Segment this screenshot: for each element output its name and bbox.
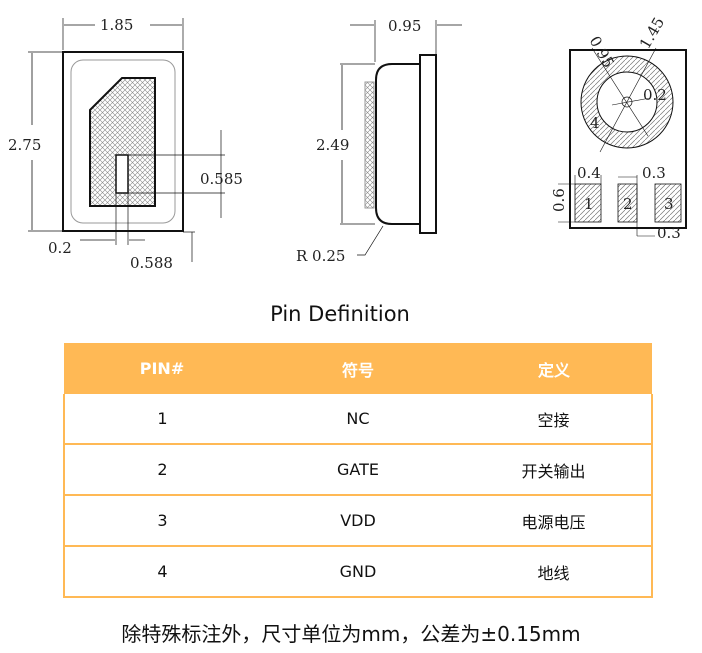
section-title: Pin Definition	[270, 302, 410, 326]
table-row: 1 NC 空接	[63, 394, 653, 445]
table-header: PIN# 符号 定义	[64, 343, 652, 394]
table-row: 3 VDD 电源电压	[63, 495, 653, 547]
dim-offset: 0.2	[48, 239, 72, 257]
pin-3-label: 3	[664, 195, 674, 213]
bottom-view	[558, 47, 687, 237]
cell-pin: 1	[63, 394, 260, 445]
dim-width: 1.85	[100, 16, 133, 34]
dim-window: 0.585	[200, 170, 243, 188]
cell-pin: 4	[63, 546, 260, 598]
header-definition: 定义	[456, 343, 652, 394]
dim-center: 0.2	[643, 86, 667, 104]
dim-pad-width: 0.4	[577, 164, 601, 182]
dim-thickness: 0.95	[388, 17, 421, 35]
top-view	[28, 18, 225, 262]
cell-definition: 地线	[456, 546, 653, 598]
dim-radius: R 0.25	[296, 247, 345, 265]
cell-definition: 电源电压	[456, 495, 653, 547]
dim-pad-gap: 0.3	[642, 164, 666, 182]
cell-pin: 2	[63, 444, 260, 496]
header-symbol: 符号	[260, 343, 456, 394]
side-view	[340, 20, 462, 256]
cell-pin: 3	[63, 495, 260, 547]
dim-height: 2.75	[8, 136, 41, 154]
pin-1-label: 1	[584, 195, 594, 213]
dim-outer-dia: 1.45	[636, 14, 668, 52]
cell-symbol: GATE	[260, 444, 456, 496]
dim-side-height: 2.49	[316, 136, 349, 154]
dim-pos: 0.588	[130, 254, 173, 272]
cell-definition: 空接	[456, 394, 653, 445]
table-row: 2 GATE 开关输出	[63, 444, 653, 496]
cell-definition: 开关输出	[456, 444, 653, 496]
dim-pad-height: 0.6	[550, 188, 568, 212]
dim-pad-gap-2: 0.3	[657, 224, 681, 242]
cell-symbol: NC	[260, 394, 456, 445]
pin-definition-table: PIN# 符号 定义 1 NC 空接 2 GATE 开关输出 3 VDD 电源电…	[63, 343, 653, 598]
cell-symbol: GND	[260, 546, 456, 598]
cell-symbol: VDD	[260, 495, 456, 547]
pin-4-label: 4	[590, 114, 600, 132]
tolerance-note: 除特殊标注外，尺寸单位为mm，公差为±0.15mm	[121, 622, 581, 646]
pin-2-label: 2	[623, 195, 633, 213]
table-row: 4 GND 地线	[63, 546, 653, 598]
header-pin: PIN#	[64, 343, 260, 394]
package-drawings: 1.85 2.75 0.585 0.2 0.588 0.95 2.49 R 0.…	[8, 14, 687, 272]
